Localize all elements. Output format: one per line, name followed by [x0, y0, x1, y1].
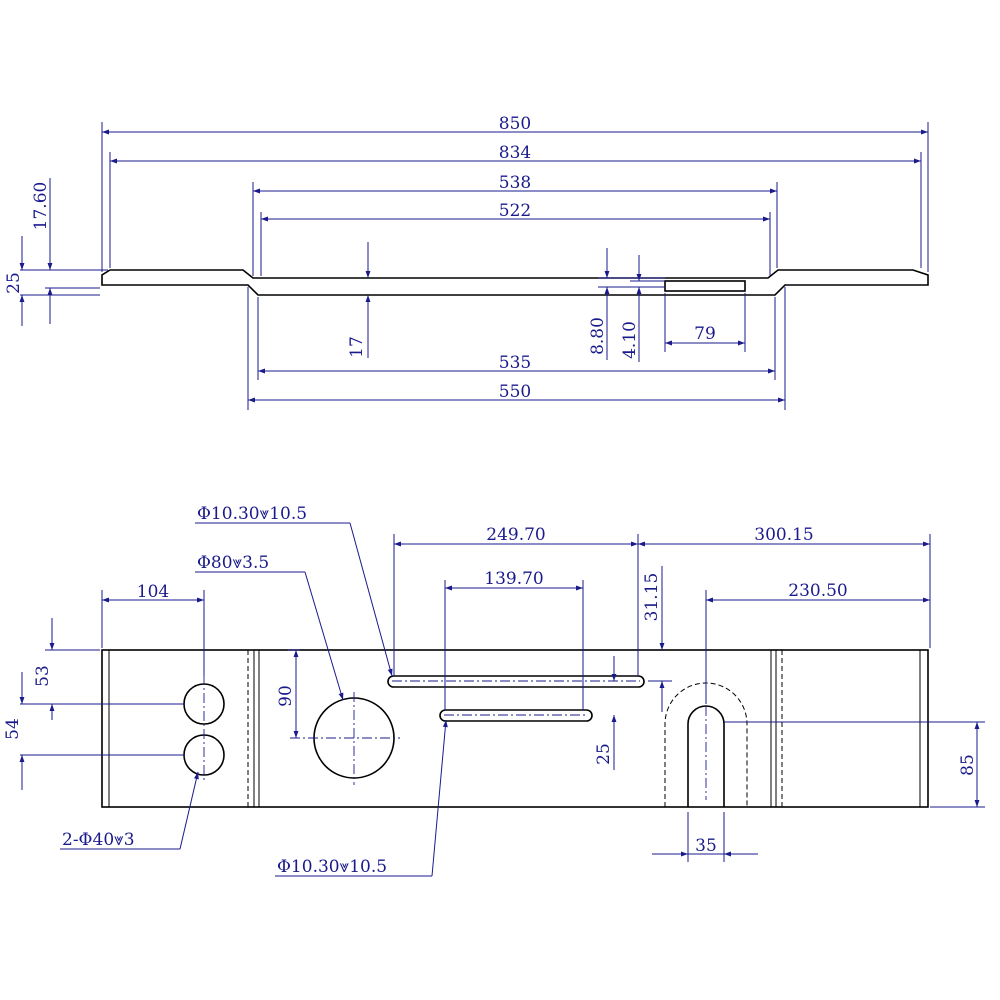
leader-slot-bottom	[431, 719, 448, 877]
callout-slot-top: Φ10.30⩔10.5	[197, 504, 307, 524]
dim-25: 25	[594, 743, 614, 765]
dim-8-80: 8.80	[588, 317, 608, 355]
leader-slot-top	[349, 522, 393, 677]
dim-522: 522	[499, 201, 531, 221]
dim-139-70: 139.70	[484, 569, 543, 589]
dim-85: 85	[958, 754, 978, 776]
dim-550: 550	[499, 382, 531, 402]
callout-pair-holes: 2-Φ40⩔3	[62, 830, 135, 850]
front-view-outline	[101, 649, 929, 808]
dim-17-60: 17.60	[31, 182, 51, 231]
dim-535: 535	[499, 353, 531, 373]
dim-25-left: 25	[4, 272, 24, 294]
dim-538: 538	[499, 173, 531, 193]
leader-pair-holes	[179, 771, 199, 850]
dim-17: 17	[347, 336, 367, 358]
slot-top	[387, 675, 645, 688]
dim-79: 79	[694, 324, 716, 344]
top-view-profile	[101, 269, 929, 296]
front-view: 249.70 300.15 139.70 230.50 104 31.15 25…	[3, 504, 985, 877]
dim-31-15: 31.15	[642, 573, 662, 622]
dim-53: 53	[33, 665, 53, 687]
dim-90: 90	[276, 685, 296, 707]
dim-4-10: 4.10	[620, 321, 640, 359]
callout-big-hole: Φ80⩔3.5	[197, 553, 269, 573]
dim-834: 834	[499, 143, 531, 163]
dim-104: 104	[137, 582, 169, 602]
leader-big-hole	[304, 571, 344, 701]
dim-35: 35	[695, 836, 717, 856]
dim-54: 54	[3, 718, 23, 740]
top-view-slot	[664, 280, 746, 292]
dim-850: 850	[499, 114, 531, 134]
slot-bottom	[439, 709, 593, 722]
callout-slot-bottom: Φ10.30⩔10.5	[277, 857, 387, 877]
dim-300-15: 300.15	[754, 525, 813, 545]
dim-249-70: 249.70	[486, 525, 545, 545]
top-view: 850 834 538 522 535 550 79 25 17.60	[4, 114, 929, 410]
dim-230-50: 230.50	[788, 581, 847, 601]
